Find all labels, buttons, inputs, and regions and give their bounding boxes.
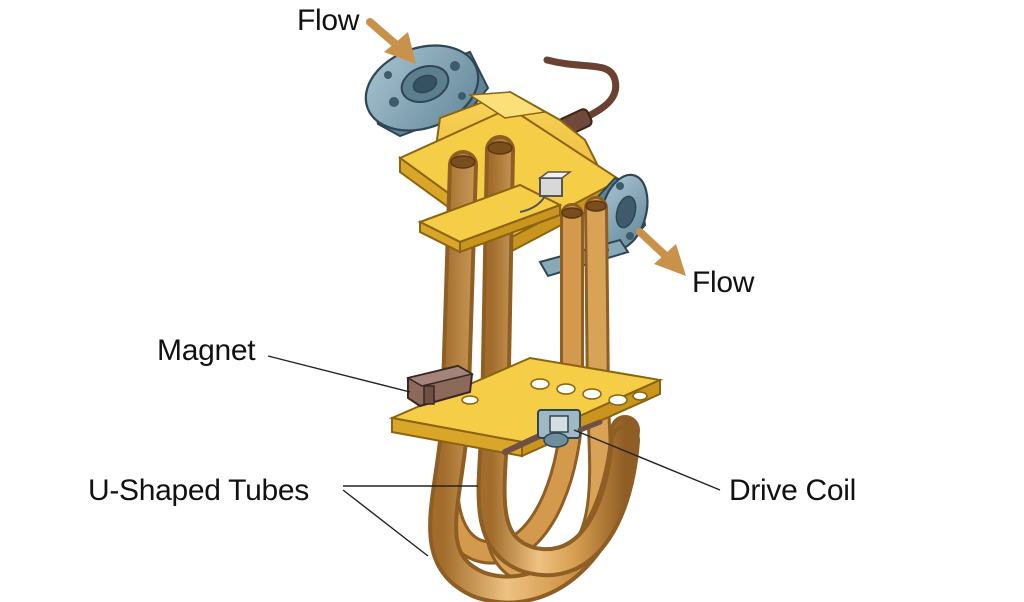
leader-drive-coil (573, 429, 721, 491)
leader-tube-2 (342, 489, 429, 557)
leader-lines (267, 355, 721, 557)
drive-coil (502, 409, 603, 455)
flow-out-label: Flow (692, 266, 755, 299)
drive-coil-label: Drive Coil (729, 474, 857, 507)
magnet (405, 364, 475, 408)
arrow-down-right-icon (636, 228, 672, 262)
signal-cable (543, 56, 620, 122)
flow-in-label: Flow (297, 4, 360, 37)
upper-support-plate (417, 183, 563, 254)
u-shaped-tube-front (428, 135, 640, 602)
lower-brace-plate (388, 356, 664, 458)
leader-magnet (267, 355, 411, 393)
outlet-flange (593, 173, 649, 251)
inlet-flange (364, 44, 490, 138)
pickoff-sensor (519, 171, 573, 213)
flow-out-arrow (636, 228, 686, 276)
u-tubes-label: U-Shaped Tubes (88, 474, 309, 507)
magnet-label: Magnet (157, 334, 256, 367)
flow-in-arrow (366, 18, 416, 64)
